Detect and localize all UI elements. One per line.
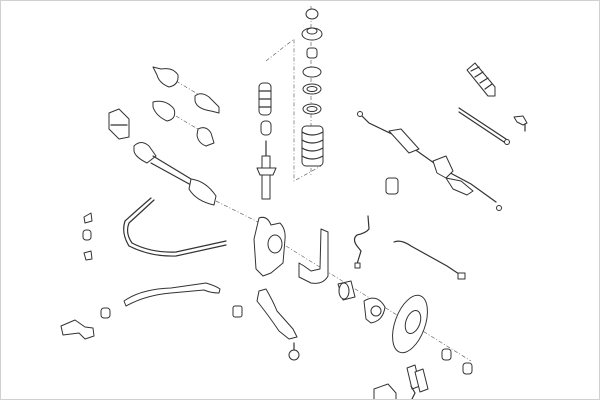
boot-guide-2 [175, 115, 202, 132]
tie-rod [458, 107, 510, 145]
wheel-bearing [337, 280, 356, 301]
shock-absorber [256, 140, 277, 200]
stabilizer-bar [123, 197, 227, 257]
rack-mount-bushing [385, 177, 399, 195]
boot-guide-1 [175, 80, 202, 97]
brake-disc [392, 294, 428, 354]
lower-control-arm [256, 288, 298, 340]
steering-knuckle [253, 216, 286, 277]
bracket-clip [83, 212, 93, 224]
cv-boot-inner [152, 100, 176, 122]
steering-rack-boot [466, 62, 496, 97]
drive-shaft [133, 142, 217, 206]
engine-mount-bushing [108, 108, 130, 140]
strut-top-mount-cap [305, 8, 319, 20]
link-bushing [100, 307, 111, 319]
brake-shield [298, 228, 329, 284]
abs-sensor [353, 215, 370, 269]
strut-bearing [302, 66, 322, 78]
ball-joint [288, 342, 300, 361]
arm-bushing [232, 305, 243, 318]
brake-caliper [373, 383, 397, 399]
wheel-hub [363, 297, 386, 324]
stabilizer-link-bar [123, 282, 221, 307]
tie-rod-end [513, 115, 528, 132]
cv-joint-outer [194, 93, 220, 114]
coil-spring [301, 125, 324, 167]
cv-joint-inner [196, 127, 215, 147]
bracket-bolt [83, 250, 93, 261]
dust-boot [258, 82, 272, 116]
hub-nut [441, 348, 452, 361]
brake-pads [406, 364, 429, 393]
mount-bracket [60, 319, 95, 340]
brake-wear-sensor [393, 240, 466, 280]
strut-top-mount [301, 27, 323, 41]
cv-boot-outer [152, 66, 179, 88]
bump-stop [260, 120, 272, 136]
stabilizer-bushing [82, 229, 92, 241]
spring-seat-upper [302, 83, 322, 95]
steering-rack [357, 111, 502, 211]
hub-cap [462, 362, 473, 375]
strut-nut [306, 47, 318, 59]
brake-spring-clip [410, 385, 416, 399]
spring-seat-lower [302, 103, 322, 115]
